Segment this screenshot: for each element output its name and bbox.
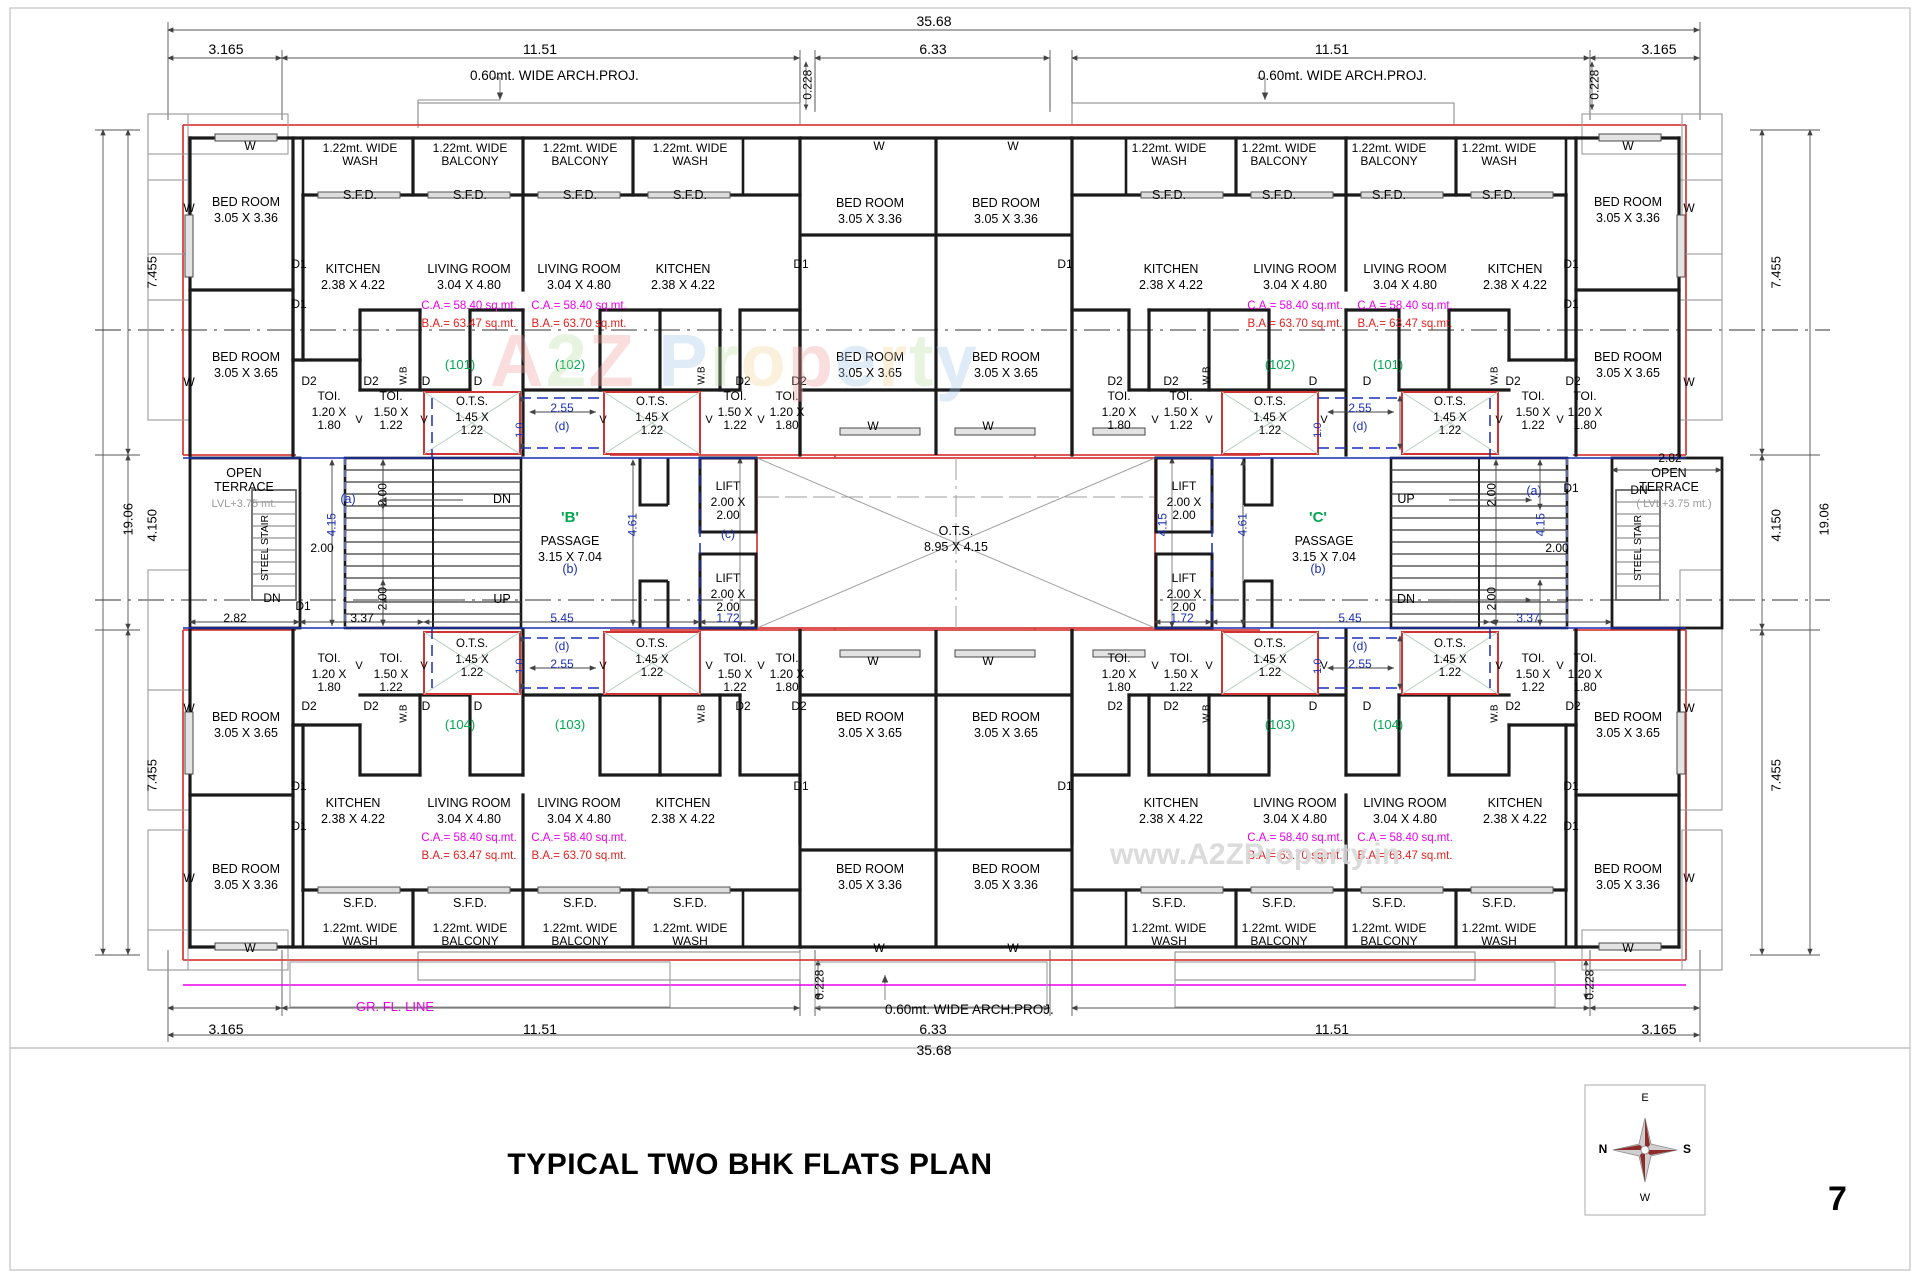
bottom-right-flat-walls xyxy=(1070,628,1681,949)
top-middle-bedrooms xyxy=(798,136,1074,455)
sfd-sills-bottom-right xyxy=(1140,886,1554,894)
left-dimension-lines xyxy=(95,129,140,956)
stair-right xyxy=(1389,456,1569,630)
top-small-dims xyxy=(803,61,1595,110)
bottom-left-flat-partitions xyxy=(301,888,745,949)
open-terrace-right xyxy=(1610,456,1724,630)
top-dimension-lines xyxy=(167,22,1701,120)
sfd-sills-top-right xyxy=(1140,191,1554,199)
top-right-flat-partitions xyxy=(1124,136,1568,197)
compass-rose xyxy=(1584,1084,1706,1216)
right-dimension-lines xyxy=(1750,129,1820,956)
central-ots xyxy=(737,457,1175,629)
bottom-dimension-lines xyxy=(167,950,1701,1042)
window-sills xyxy=(184,133,1686,951)
interior-dim-arrows xyxy=(189,395,1722,690)
blue-dashed-setbacks xyxy=(344,397,1568,689)
stair-left xyxy=(343,456,523,630)
ots-small-diagonals xyxy=(423,391,1499,695)
blue-solid-lines xyxy=(183,457,1686,629)
drawing-border xyxy=(9,7,1911,1271)
page-title: TYPICAL TWO BHK FLATS PLAN xyxy=(507,1148,993,1181)
bottom-middle-bedrooms xyxy=(798,630,1074,949)
top-right-flat-walls xyxy=(1070,136,1681,457)
open-terrace-left xyxy=(188,456,302,630)
top-left-flat-partitions xyxy=(301,136,745,197)
sfd-sills-bottom-left xyxy=(317,886,731,894)
page-number: 7 xyxy=(1828,1180,1847,1218)
sfd-sills-top-left xyxy=(317,191,731,199)
bottom-right-flat-partitions xyxy=(1124,888,1568,949)
